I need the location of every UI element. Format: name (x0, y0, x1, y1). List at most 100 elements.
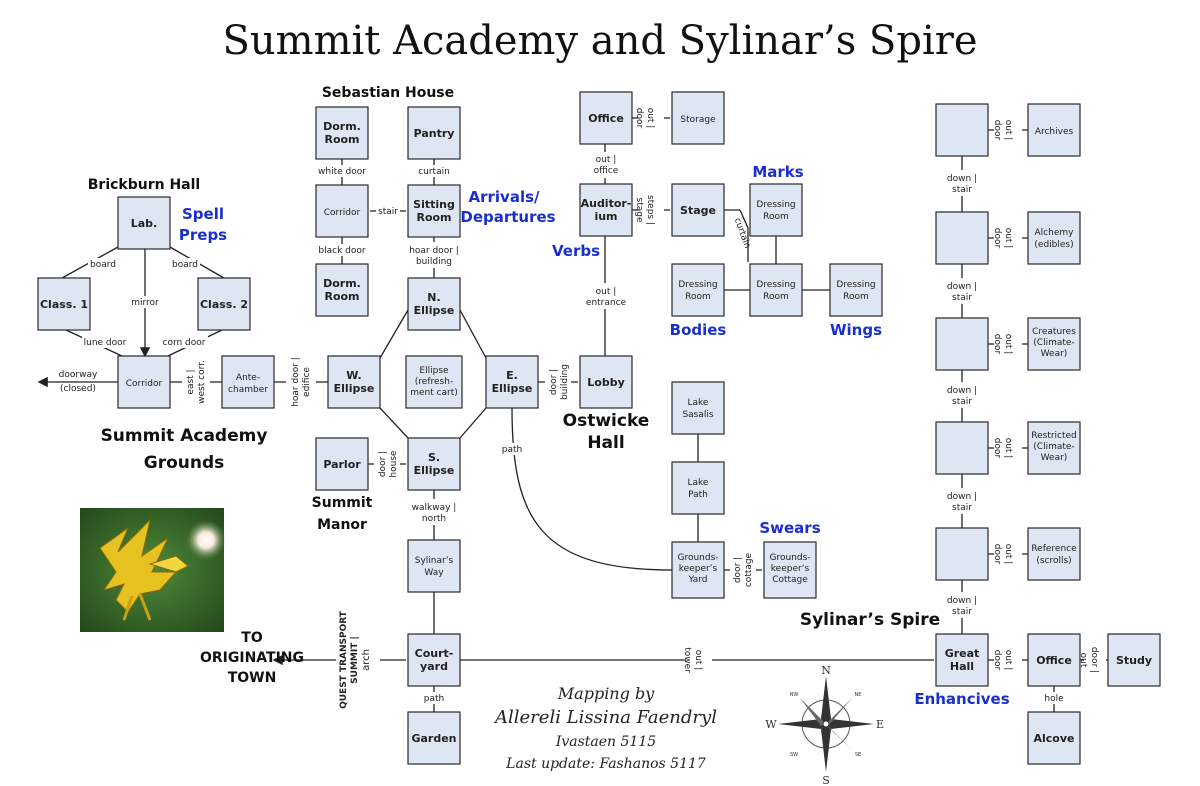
svg-text:Office: Office (1036, 654, 1072, 667)
room-stage[interactable]: Stage (671, 183, 725, 237)
svg-text:Lobby: Lobby (587, 376, 625, 389)
label-quest-transport: QUEST TRANSPORTSUMMIT |arch (339, 610, 372, 709)
label-out-tower: out |tower (682, 647, 703, 673)
room-auditorium[interactable]: Auditor-ium (579, 183, 633, 237)
room-garden[interactable]: Garden (407, 711, 461, 765)
room-class-2[interactable]: Class. 2 (197, 277, 251, 331)
label-door-building: door |building (549, 364, 570, 400)
credit-line-4: Last update: Fashanos 5117 (505, 756, 706, 772)
credit-line-3: Ivastaen 5115 (555, 734, 656, 750)
label-stair: stair (378, 207, 398, 217)
label-door-cottage: door |cottage (733, 552, 754, 587)
room-restricted[interactable]: Restricted(Climate-Wear) (1027, 421, 1081, 475)
magic-marks: Marks (752, 163, 803, 181)
room-corridor-sebastian[interactable]: Corridor (315, 184, 369, 238)
room-center-ellipse[interactable]: Ellipse(refresh-ment cart) (405, 355, 463, 409)
room-dorm-room-1[interactable]: Dorm.Room (315, 106, 369, 160)
room-study[interactable]: Study (1107, 633, 1161, 687)
svg-text:Study: Study (1116, 654, 1152, 667)
room-class-1[interactable]: Class. 1 (37, 277, 91, 331)
label-door-house: door |house (378, 450, 399, 478)
area-brickburn-hall: Brickburn Hall (88, 177, 200, 193)
magic-bodies: Bodies (670, 321, 727, 339)
room-spire-level-4[interactable] (935, 421, 989, 475)
svg-text:Restricted(Climate-Wear): Restricted(Climate-Wear) (1031, 431, 1077, 463)
room-archives[interactable]: Archives (1027, 103, 1081, 157)
label-steps-stage: steps |stage (634, 195, 655, 225)
room-spire-level-1[interactable] (935, 103, 989, 157)
room-storage[interactable]: Storage (671, 91, 725, 145)
svg-text:Archives: Archives (1035, 127, 1074, 137)
room-spire-level-5[interactable] (935, 527, 989, 581)
room-alcove[interactable]: Alcove (1027, 711, 1081, 765)
room-lab[interactable]: Lab. (117, 196, 171, 250)
room-courtyard[interactable]: Court-yard (407, 633, 461, 687)
room-e-ellipse[interactable]: E.Ellipse (485, 355, 539, 409)
label-board-left: board (90, 260, 116, 270)
compass-se: SE (855, 752, 861, 758)
room-reference[interactable]: Reference(scrolls) (1027, 527, 1081, 581)
label-down-stair-3: down |stair (947, 386, 977, 407)
label-down-stair-2: down |stair (947, 282, 977, 303)
room-s-ellipse[interactable]: S.Ellipse (407, 437, 461, 491)
conn-n-w (379, 309, 409, 359)
svg-text:S.Ellipse: S.Ellipse (414, 451, 455, 477)
room-parlor[interactable]: Parlor (315, 437, 369, 491)
room-antechamber[interactable]: Ante-chamber (221, 355, 275, 409)
room-dorm-room-2[interactable]: Dorm.Room (315, 263, 369, 317)
room-pantry[interactable]: Pantry (407, 106, 461, 160)
room-spire-level-2[interactable] (935, 211, 989, 265)
label-east-west-corr: east |west corr. (186, 360, 207, 404)
label-out-door-office: out |door (992, 650, 1013, 671)
room-w-ellipse[interactable]: W.Ellipse (327, 355, 381, 409)
compass-e: E (876, 718, 884, 731)
label-out-office: out |office (594, 155, 619, 176)
room-lobby[interactable]: Lobby (579, 355, 633, 409)
svg-text:Garden: Garden (411, 732, 456, 745)
room-alchemy[interactable]: Alchemy(edibles) (1027, 211, 1081, 265)
conn-w-s (379, 407, 409, 439)
room-n-ellipse[interactable]: N.Ellipse (407, 277, 461, 331)
label-down-stair-4: down |stair (947, 492, 977, 513)
svg-text:Auditor-ium: Auditor-ium (581, 197, 632, 223)
label-path-garden: path (424, 694, 444, 704)
conn-n-e (459, 309, 487, 359)
svg-text:W.Ellipse: W.Ellipse (334, 369, 375, 395)
connection-labels: white door curtain stair black door hoar… (59, 100, 1106, 720)
svg-text:Class. 2: Class. 2 (200, 298, 248, 311)
room-office-ostwicke[interactable]: Office (579, 91, 633, 145)
svg-text:Parlor: Parlor (323, 458, 361, 471)
compass-ne: NE (855, 692, 862, 698)
svg-text:Ellipse(refresh-ment cart): Ellipse(refresh-ment cart) (410, 366, 458, 398)
room-spire-level-3[interactable] (935, 317, 989, 371)
area-sylinars-spire: Sylinar’s Spire (800, 610, 940, 630)
room-corridor-brickburn[interactable]: Corridor (117, 355, 171, 409)
svg-text:Court-yard: Court-yard (415, 647, 454, 673)
credit-line-2: Allereli Lissina Faendryl (493, 707, 717, 728)
room-creatures[interactable]: Creatures(Climate-Wear) (1027, 317, 1081, 371)
svg-text:N.Ellipse: N.Ellipse (414, 291, 455, 317)
svg-text:E.Ellipse: E.Ellipse (492, 369, 533, 395)
room-office-spire[interactable]: Office (1027, 633, 1081, 687)
svg-text:Creatures(Climate-Wear): Creatures(Climate-Wear) (1032, 327, 1076, 359)
